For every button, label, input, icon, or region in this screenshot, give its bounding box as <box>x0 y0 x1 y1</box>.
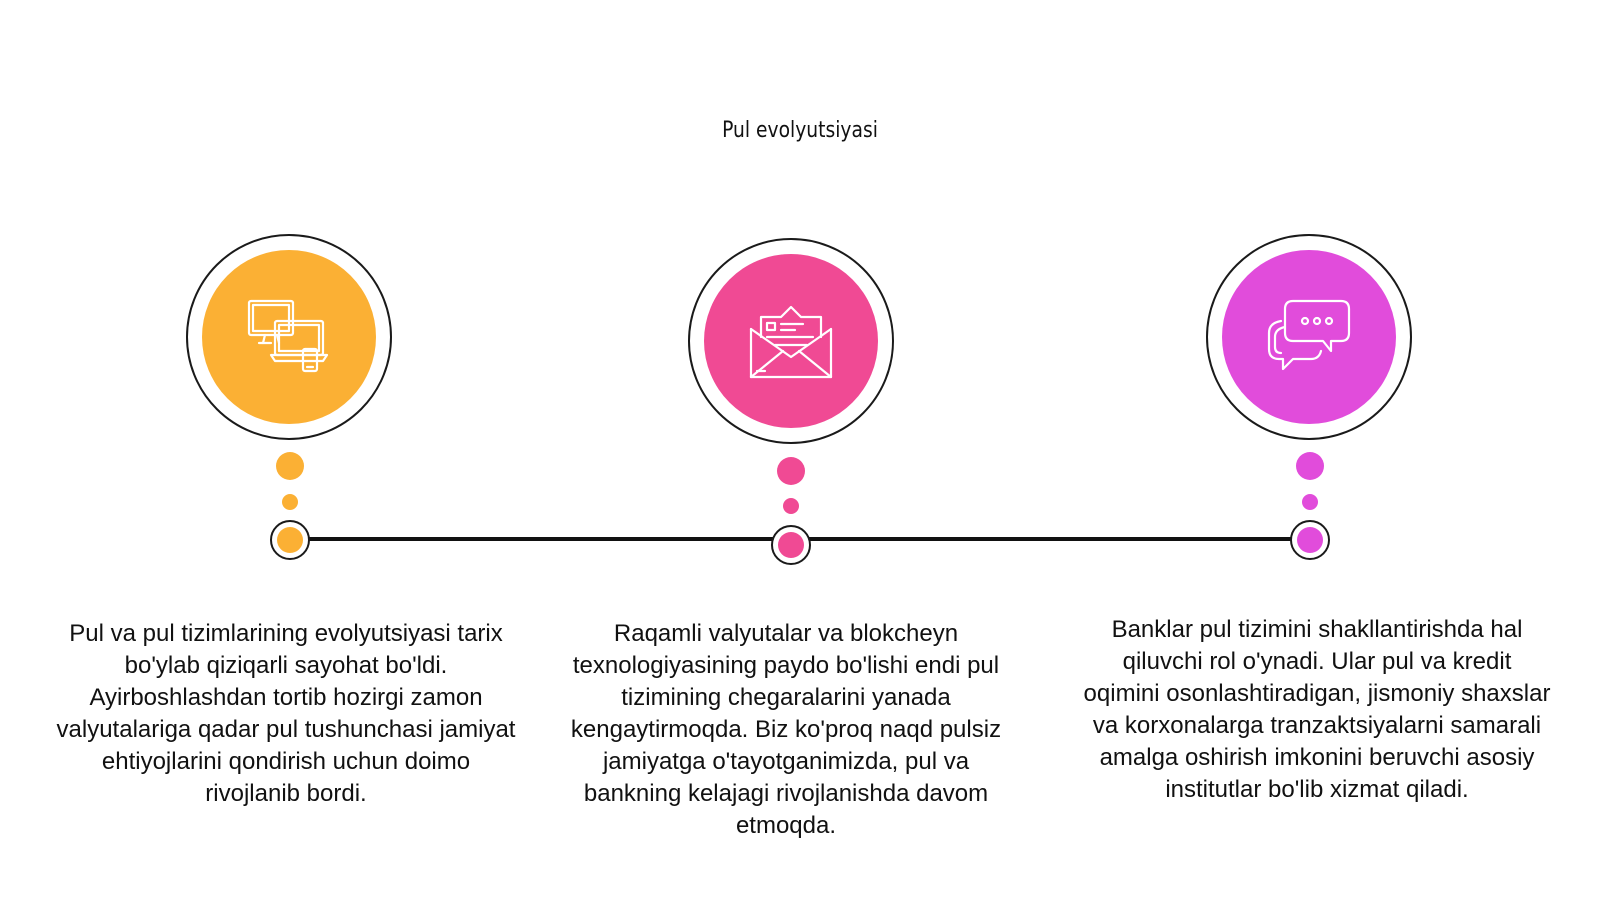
envelope-letter-icon <box>749 305 833 379</box>
timeline-node <box>1290 520 1330 560</box>
timeline-node <box>771 525 811 565</box>
icon-ring <box>688 238 894 444</box>
icon-disc <box>202 250 376 424</box>
step-description: Pul va pul tizimlarining evolyutsiyasi t… <box>56 620 516 807</box>
icon-ring <box>1206 234 1412 440</box>
icon-ring <box>186 234 392 440</box>
connector-dot-small <box>1302 494 1318 510</box>
connector-dot-large <box>1296 452 1324 480</box>
timeline-node <box>270 520 310 560</box>
connector-dot-small <box>282 494 298 510</box>
step-description: Banklar pul tizimini shakllantirishda ha… <box>1083 616 1551 803</box>
chat-bubbles-icon <box>1267 299 1351 371</box>
icon-disc <box>1222 250 1396 424</box>
page-title: Pul evolyutsiyasi <box>722 118 878 143</box>
connector-dot-large <box>777 457 805 485</box>
timeline-node-fill <box>1297 527 1323 553</box>
step-description: Raqamli valyutalar va blokcheyn texnolog… <box>570 620 1002 839</box>
timeline-node-fill <box>778 532 804 558</box>
icon-disc <box>704 254 878 428</box>
timeline-node-fill <box>277 527 303 553</box>
devices-icon <box>247 299 329 373</box>
connector-dot-small <box>783 498 799 514</box>
connector-dot-large <box>276 452 304 480</box>
